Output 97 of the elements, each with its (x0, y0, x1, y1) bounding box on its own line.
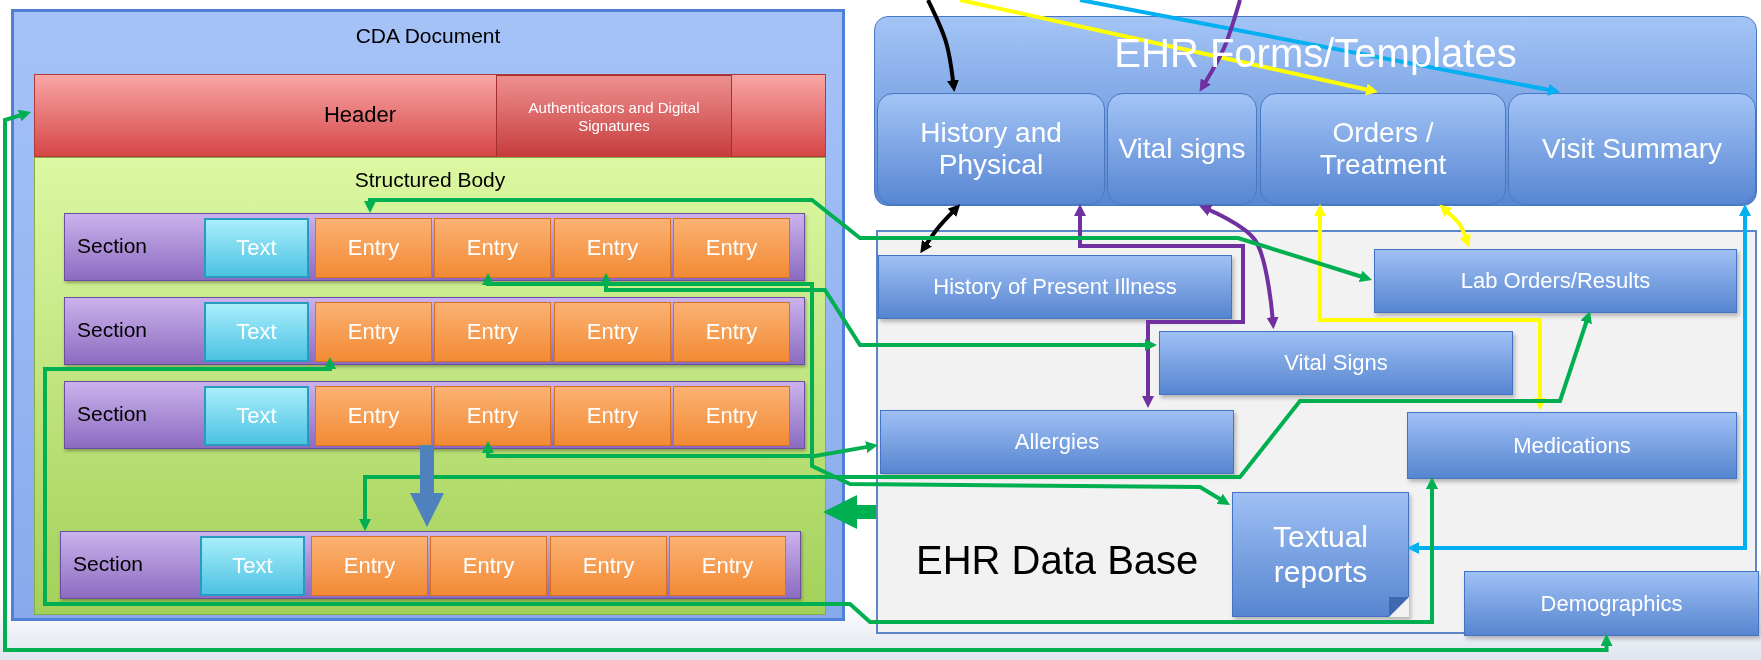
row-label: Section (77, 402, 149, 427)
block-label: Entry (347, 235, 400, 261)
band-label: Header (322, 102, 398, 128)
block-label: Entry (705, 235, 758, 261)
panel-title: EHR Data Base (916, 537, 1199, 583)
box-label: Orders / Treatment (1318, 116, 1448, 182)
entry-block (434, 386, 551, 446)
body-panel (34, 157, 826, 615)
entry-block (430, 536, 547, 596)
arrow (43, 357, 1438, 624)
box-label: Medications (1513, 432, 1631, 459)
block-label: Text (236, 235, 277, 261)
section-row (64, 381, 805, 449)
arrow (359, 311, 1592, 531)
block-label: Text (236, 319, 277, 345)
section-row (60, 531, 801, 599)
entry-block (315, 386, 432, 446)
data-box (1374, 249, 1737, 313)
entry-block (550, 536, 667, 596)
arrow (1439, 204, 1471, 248)
form-box (1107, 93, 1257, 205)
text-block (200, 536, 305, 596)
entry-block (315, 302, 432, 362)
entry-block (311, 536, 428, 596)
block-arrow (410, 445, 444, 527)
entry-block (554, 218, 671, 278)
box-label: Vital signs (1118, 132, 1246, 166)
block-label: Entry (586, 403, 639, 429)
block-label: Entry (343, 553, 396, 579)
entry-block (669, 536, 786, 596)
entry-block (434, 302, 551, 362)
box-label: Lab Orders/Results (1460, 268, 1651, 294)
arrow (1199, 204, 1279, 330)
arrow (1074, 204, 1245, 408)
block-label: Entry (466, 403, 519, 429)
entry-block (554, 386, 671, 446)
data-box (1159, 331, 1513, 395)
box-label: Demographics (1540, 590, 1683, 617)
arrow (3, 109, 1613, 652)
block-label: Entry (466, 235, 519, 261)
row-label: Section (73, 552, 145, 577)
entry-block (673, 386, 790, 446)
arrow (482, 441, 878, 458)
data-box (878, 255, 1232, 319)
entry-block (315, 218, 432, 278)
text-block (204, 386, 309, 446)
block-label: Entry (347, 319, 400, 345)
block-label: Text (232, 553, 273, 579)
arrow (364, 198, 1372, 283)
box-label: Authenticators and Digital Signatures (527, 99, 701, 134)
data-box (1464, 571, 1759, 636)
arrow (920, 204, 961, 254)
row-label: Section (77, 234, 149, 259)
block-label: Entry (586, 319, 639, 345)
box-label: Allergies (1014, 429, 1100, 455)
document-panel (11, 9, 845, 621)
entry-block (673, 302, 790, 362)
arrow (482, 273, 1230, 505)
block-arrow (823, 495, 876, 529)
block-label: Text (236, 403, 277, 429)
section-row (64, 213, 805, 281)
block-label: Entry (347, 403, 400, 429)
row-label: Section (77, 318, 149, 343)
report-document (1232, 492, 1409, 617)
box-label: Textual reports (1271, 520, 1370, 589)
signature-box (496, 75, 732, 158)
header-band (34, 74, 826, 157)
box-label: History and Physical (919, 116, 1063, 182)
text-block (204, 302, 309, 362)
block-label: Entry (586, 235, 639, 261)
form-box (1508, 93, 1756, 205)
form-box (877, 93, 1105, 205)
block-label: Entry (582, 553, 635, 579)
section-row (64, 297, 805, 365)
templates-banner (874, 16, 1757, 206)
data-box (1407, 412, 1737, 479)
block-label: Entry (701, 553, 754, 579)
arrow (926, 0, 959, 93)
entry-block (554, 302, 671, 362)
panel-title: Structured Body (353, 168, 507, 193)
form-box (1260, 93, 1506, 205)
box-label: Visit Summary (1542, 132, 1722, 166)
entry-block (434, 218, 551, 278)
arrow (1314, 204, 1546, 410)
block-label: Entry (462, 553, 515, 579)
database-panel (876, 230, 1757, 634)
box-label: History of Present Illness (933, 274, 1177, 300)
text-block (204, 218, 309, 278)
arrow (1407, 204, 1751, 554)
block-label: Entry (466, 319, 519, 345)
entry-block (673, 218, 790, 278)
box-label: Vital Signs (1284, 350, 1388, 376)
arrow (600, 273, 1157, 351)
data-box (880, 410, 1234, 474)
block-label: Entry (705, 319, 758, 345)
panel-title: CDA Document (354, 24, 502, 49)
block-label: Entry (705, 403, 758, 429)
